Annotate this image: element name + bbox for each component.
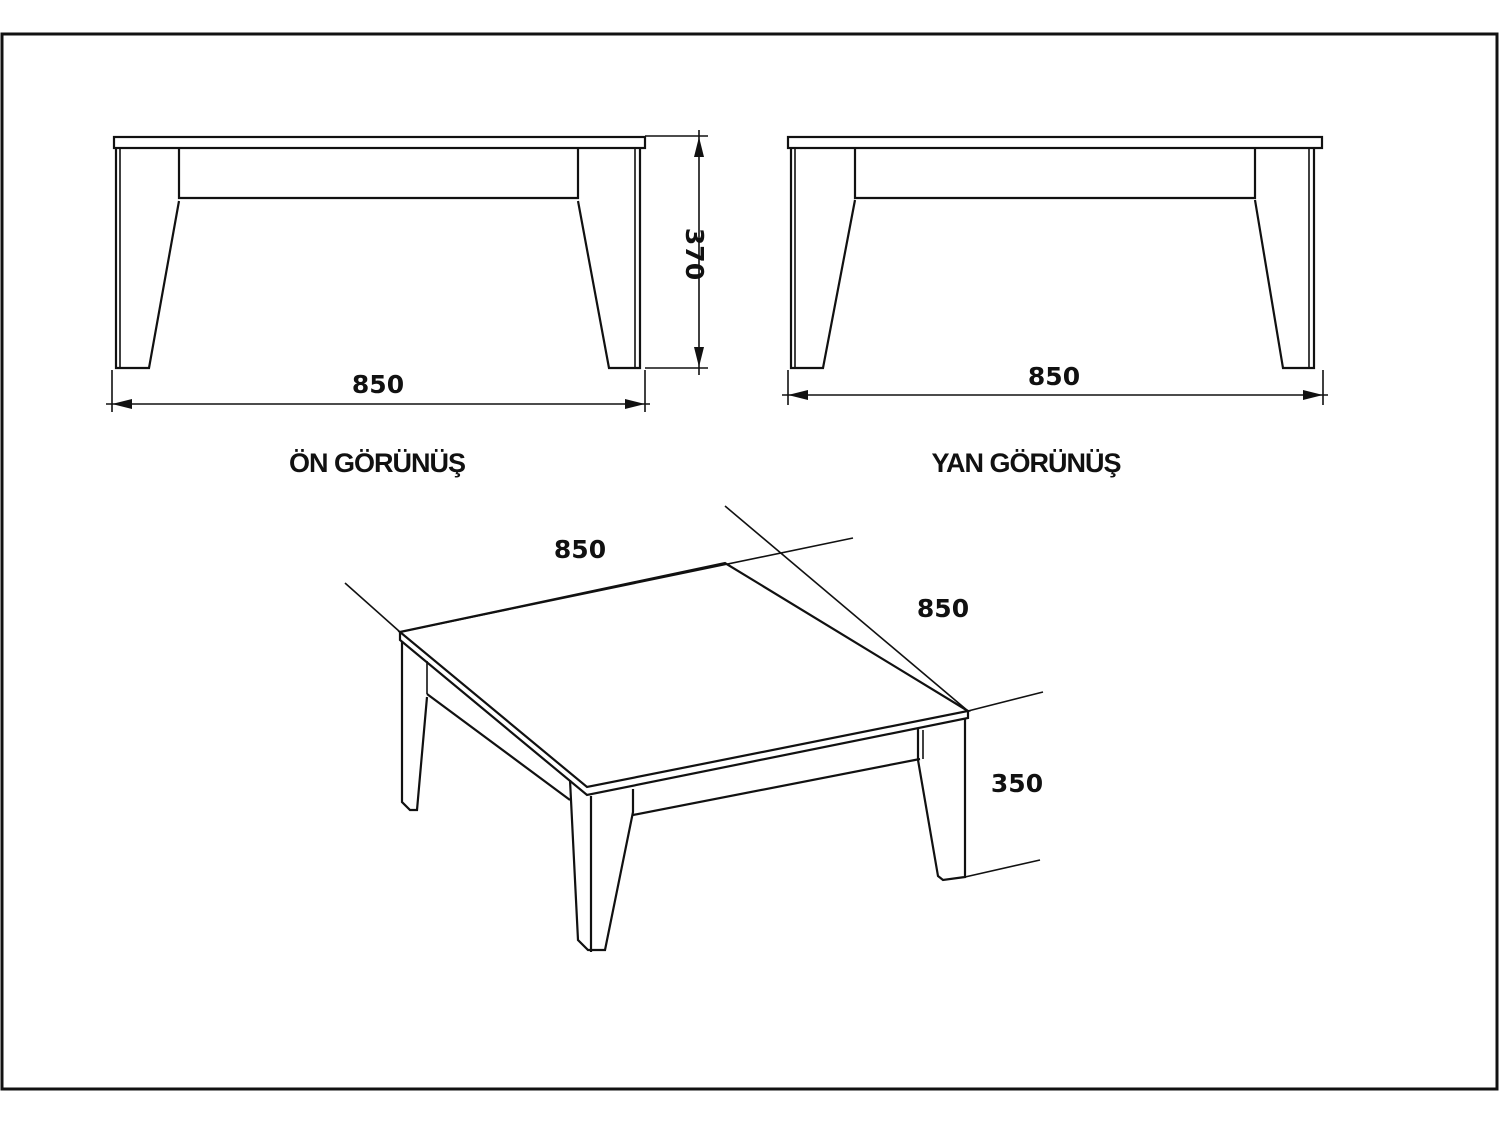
arrow-up-icon (694, 137, 704, 157)
front-tabletop (112, 135, 647, 150)
side-apron (853, 149, 1257, 200)
iso-height-label: 350 (991, 769, 1043, 798)
iso-depth-label: 850 (917, 594, 969, 623)
front-height-label: 370 (680, 228, 709, 280)
arrow-left-icon (788, 390, 808, 400)
arrow-right-icon (625, 399, 645, 409)
iso-front-leg (568, 779, 635, 952)
arrow-left-icon (112, 399, 132, 409)
front-view: 850 370 ÖN GÖRÜNÜŞ (106, 130, 709, 478)
front-view-title: ÖN GÖRÜNÜŞ (289, 448, 465, 478)
front-width-label: 850 (352, 370, 404, 399)
iso-length-label: 850 (554, 535, 606, 564)
side-right-leg (1253, 148, 1316, 370)
front-apron (177, 149, 580, 200)
drawing-frame (0, 32, 1499, 1091)
iso-ext-left-corner (344, 582, 401, 633)
arrow-right-icon (1303, 390, 1323, 400)
iso-front-apron (632, 757, 921, 817)
iso-left-apron (426, 693, 571, 801)
arrow-down-icon (694, 347, 704, 367)
side-width-label: 850 (1028, 362, 1080, 391)
front-right-leg (576, 148, 642, 370)
iso-height-ext-bottom (964, 859, 1041, 878)
side-view: 850 YAN GÖRÜNÜŞ (782, 135, 1328, 478)
iso-right-leg (916, 718, 967, 882)
iso-depth-dim-line (724, 505, 969, 712)
iso-tabletop-surface (397, 561, 971, 789)
side-left-leg (789, 148, 857, 370)
front-left-leg (114, 148, 181, 370)
iso-height-ext-top (967, 691, 1044, 712)
side-view-title: YAN GÖRÜNÜŞ (931, 448, 1120, 478)
isometric-view: 850 850 350 (344, 505, 1044, 952)
iso-tabletop-edge (398, 632, 970, 797)
iso-back-left-leg (400, 641, 429, 812)
side-tabletop (786, 135, 1324, 150)
